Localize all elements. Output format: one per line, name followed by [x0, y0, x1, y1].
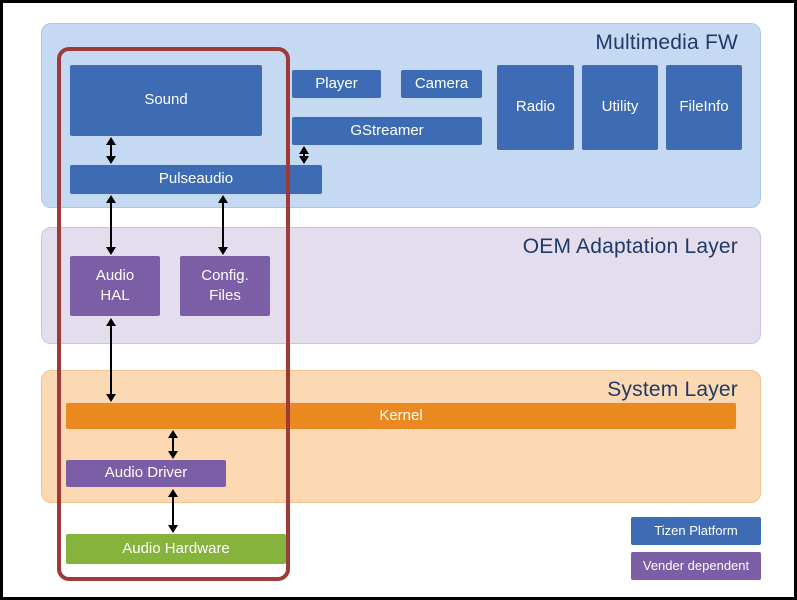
box-pulseaudio: Pulseaudio — [70, 165, 322, 194]
box-audio-hardware: Audio Hardware — [66, 534, 286, 564]
arrow-sound-pulseaudio — [105, 137, 117, 164]
layer-oem-adaptation: OEM Adaptation Layer — [41, 227, 761, 344]
arrow-line — [110, 143, 112, 158]
arrow-line — [110, 201, 112, 249]
arrow-line — [222, 201, 224, 249]
layer-title-system: System Layer — [607, 378, 738, 401]
arrow-pulseaudio-audio-hal — [105, 195, 117, 255]
box-audio-driver: Audio Driver — [66, 460, 226, 487]
legend-tizen-platform: Tizen Platform — [631, 517, 761, 545]
box-sound: Sound — [70, 65, 262, 136]
arrow-audio-hal-kernel — [105, 318, 117, 402]
box-radio: Radio — [497, 65, 574, 150]
box-player: Player — [292, 70, 381, 98]
arrow-line — [303, 152, 305, 158]
box-gstreamer: GStreamer — [292, 117, 482, 145]
arrow-line — [172, 495, 174, 527]
arrow-line — [110, 324, 112, 396]
arrow-pulseaudio-config-files — [217, 195, 229, 255]
arrow-gstreamer-pulseaudio — [298, 146, 310, 164]
box-camera: Camera — [401, 70, 482, 98]
box-audio-hal: Audio HAL — [70, 256, 160, 316]
arrow-audio-driver-audio-hardware — [167, 489, 179, 533]
legend-vender-dependent: Vender dependent — [631, 552, 761, 580]
box-utility: Utility — [582, 65, 658, 150]
layer-title-multimedia-fw: Multimedia FW — [595, 31, 738, 54]
box-kernel: Kernel — [66, 403, 736, 429]
layer-title-oem-adaptation: OEM Adaptation Layer — [522, 235, 738, 258]
box-config-files: Config. Files — [180, 256, 270, 316]
arrow-kernel-audio-driver — [167, 430, 179, 459]
arrow-line — [172, 436, 174, 453]
box-fileinfo: FileInfo — [666, 65, 742, 150]
